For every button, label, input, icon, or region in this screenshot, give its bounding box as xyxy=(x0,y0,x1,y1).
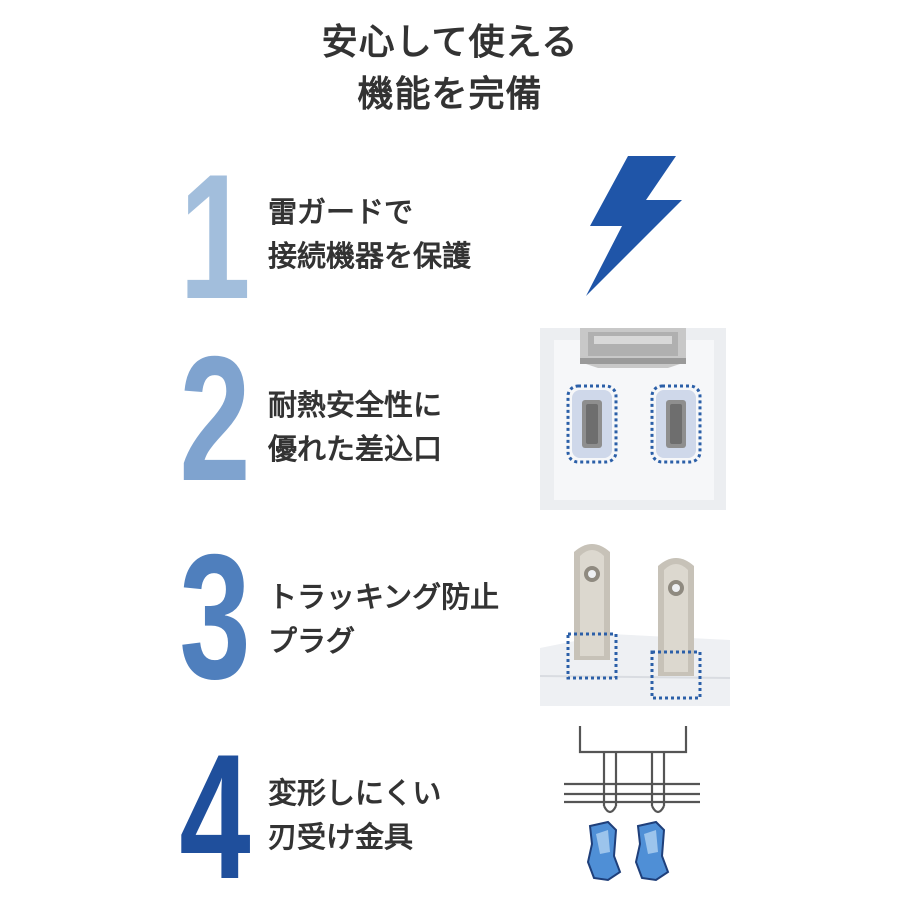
feature-number-1: 1 xyxy=(179,137,251,336)
feature-text-4: 変形しにくい 刃受け金具 xyxy=(268,771,441,859)
feature-2-line1: 耐熱安全性に xyxy=(268,388,443,422)
page-title-line2: 機能を完備 xyxy=(357,74,543,115)
feature-1-line1: 雷ガードで xyxy=(268,195,414,229)
feature-number-2: 2 xyxy=(179,319,251,518)
feature-text-3: トラッキング防止 プラグ xyxy=(268,575,499,663)
outlet-socket-icon xyxy=(540,328,726,510)
feature-2-line2: 優れた差込口 xyxy=(268,432,443,466)
feature-1-line2: 接続機器を保護 xyxy=(268,239,472,273)
plug-prongs-icon xyxy=(540,544,730,706)
lightning-bolt-icon xyxy=(586,156,682,296)
feature-3-line1: トラッキング防止 xyxy=(268,580,500,614)
feature-text-2: 耐熱安全性に 優れた差込口 xyxy=(268,383,442,471)
feature-number-4: 4 xyxy=(179,717,251,916)
page-title-line1: 安心して使える xyxy=(321,22,579,63)
feature-text-1: 雷ガードで 接続機器を保護 xyxy=(268,190,471,278)
feature-4-line1: 変形しにくい xyxy=(268,776,442,810)
feature-3-line2: プラグ xyxy=(268,624,356,658)
blade-receiver-icon xyxy=(564,726,700,882)
feature-number-3: 3 xyxy=(179,517,251,716)
feature-4-line2: 刃受け金具 xyxy=(268,820,414,854)
